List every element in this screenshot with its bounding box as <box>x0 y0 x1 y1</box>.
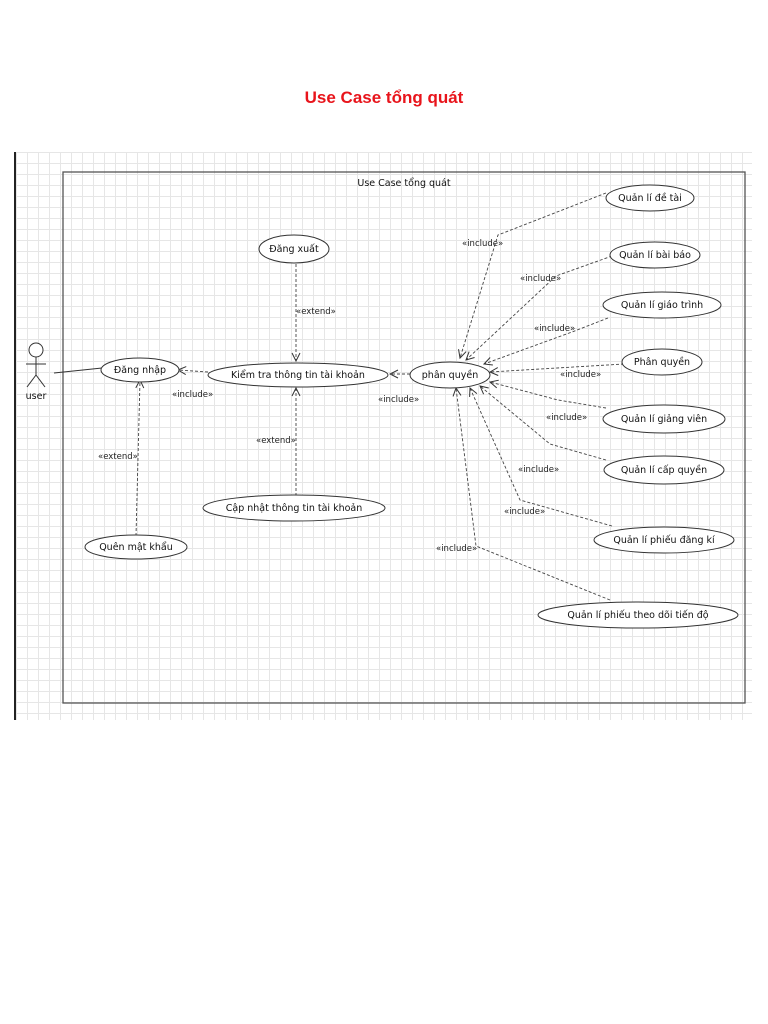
svg-text:Quản lí bài báo: Quản lí bài báo <box>619 250 691 261</box>
association-line <box>53 367 103 374</box>
use-case-quan-li-phieu-theo-doi[interactable]: Quản lí phiếu theo dõi tiến độ <box>537 601 739 629</box>
extend-line <box>136 380 140 537</box>
svg-text:Quản lí phiếu theo dõi tiến độ: Quản lí phiếu theo dõi tiến độ <box>567 610 708 621</box>
include-line <box>466 255 613 360</box>
svg-text:Đăng nhập: Đăng nhập <box>114 365 166 376</box>
use-case-dang-xuat[interactable]: Đăng xuất <box>258 234 330 264</box>
include-line <box>480 386 607 461</box>
use-case-phan-quyen[interactable]: Phân quyền <box>621 348 703 376</box>
include-line <box>484 317 609 364</box>
svg-text:Quản lí giảng viên: Quản lí giảng viên <box>621 414 707 425</box>
svg-text:Kiểm tra thông tin tài khoản: Kiểm tra thông tin tài khoản <box>231 370 365 381</box>
include-label: «include» <box>172 390 213 400</box>
include-line <box>456 388 611 601</box>
use-case-phan-quyen-main[interactable]: phân quyền <box>409 361 491 389</box>
include-label: «include» <box>520 274 561 284</box>
include-label: «include» <box>504 507 545 517</box>
use-case-quan-li-bai-bao[interactable]: Quản lí bài báo <box>609 241 701 269</box>
actor-user[interactable]: user <box>26 342 47 402</box>
use-case-quen-mat-khau[interactable]: Quên mật khẩu <box>84 534 188 560</box>
system-name: Use Case tổng quát <box>357 178 451 189</box>
include-line <box>178 370 209 372</box>
svg-text:Quản lí đề tài: Quản lí đề tài <box>618 193 682 204</box>
include-label: «include» <box>560 370 601 380</box>
include-label: «include» <box>462 239 503 249</box>
use-case-cap-nhat-thong-tin[interactable]: Cập nhật thông tin tài khoản <box>202 494 386 522</box>
include-label: «include» <box>436 544 477 554</box>
use-case-quan-li-phieu-dang-ki[interactable]: Quản lí phiếu đăng kí <box>593 526 735 554</box>
use-case-quan-li-giao-trinh[interactable]: Quản lí giáo trình <box>602 291 722 319</box>
svg-text:Đăng xuất: Đăng xuất <box>269 244 319 255</box>
include-line <box>460 192 607 358</box>
use-case-quan-li-cap-quyen[interactable]: Quản lí cấp quyền <box>603 455 725 485</box>
svg-text:Quản lí giáo trình: Quản lí giáo trình <box>621 300 703 311</box>
include-line <box>470 388 613 527</box>
include-label: «include» <box>518 465 559 475</box>
use-case-quan-li-de-tai[interactable]: Quản lí đề tài <box>605 184 695 212</box>
include-line <box>490 363 625 372</box>
diagram-canvas: Use Case tổng quát user «include» «exten… <box>14 152 752 720</box>
page-title: Use Case tổng quát <box>304 88 464 107</box>
use-case-quan-li-giang-vien[interactable]: Quản lí giảng viên <box>602 404 726 434</box>
svg-text:Quản lí phiếu đăng kí: Quản lí phiếu đăng kí <box>613 535 715 546</box>
include-label: «include» <box>546 413 587 423</box>
svg-text:phân quyền: phân quyền <box>422 370 478 381</box>
extend-label: «extend» <box>296 307 336 317</box>
svg-text:Quản lí cấp quyền: Quản lí cấp quyền <box>621 465 707 476</box>
include-label: «include» <box>378 395 419 405</box>
use-case-dang-nhap[interactable]: Đăng nhập <box>100 357 180 383</box>
include-line <box>490 382 607 409</box>
svg-text:Cập nhật thông tin tài khoản: Cập nhật thông tin tài khoản <box>226 503 363 514</box>
extend-label: «extend» <box>256 436 296 446</box>
use-case-kiem-tra-thong-tin[interactable]: Kiểm tra thông tin tài khoản <box>207 362 389 388</box>
include-label: «include» <box>534 324 575 334</box>
use-case-diagram: Use Case tổng quát user «include» «exten… <box>26 171 746 704</box>
actor-label: user <box>26 391 47 402</box>
system-boundary <box>62 171 746 704</box>
svg-text:Quên mật khẩu: Quên mật khẩu <box>99 542 173 553</box>
svg-text:Phân quyền: Phân quyền <box>634 357 690 368</box>
extend-label: «extend» <box>98 452 138 462</box>
